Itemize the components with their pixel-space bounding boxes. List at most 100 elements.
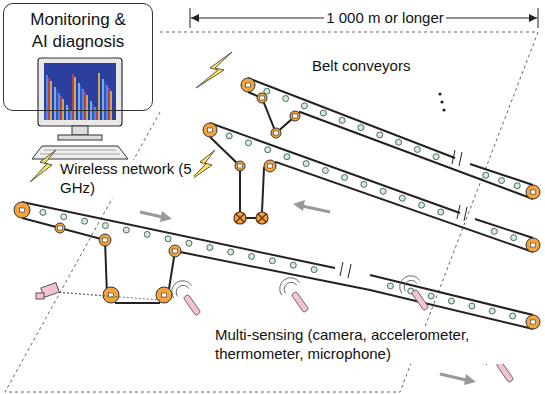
pulley (257, 93, 267, 103)
spectrogram-stripe (104, 82, 106, 120)
dimension-label: 1 000 m or longer (324, 9, 446, 28)
pulley (526, 315, 540, 329)
pulley-bearing (58, 226, 63, 230)
spectrogram-stripe (78, 83, 80, 120)
spectrogram-stripe (96, 110, 98, 120)
pulley (264, 160, 276, 172)
spectrogram-stripe (106, 85, 108, 120)
sensor-icon (275, 273, 315, 317)
spectrogram-stripe (52, 84, 54, 120)
pulley (156, 287, 172, 303)
spectrogram-stripe (80, 86, 82, 120)
idler-roller (380, 188, 386, 194)
spectrogram-stripe (70, 111, 72, 120)
more-dots (438, 92, 445, 111)
belt (22, 78, 533, 329)
pulley (99, 234, 111, 246)
spectrogram-stripe (82, 89, 84, 120)
idler-roller (358, 125, 364, 131)
idler-roller (510, 313, 516, 319)
spectrogram-stripe (60, 96, 62, 120)
spectrogram-stripe (72, 74, 74, 120)
sensor-icon (167, 271, 520, 387)
spectrogram-stripe (88, 98, 90, 120)
sensing-label: Multi-sensing (camera, accelerometer, th… (213, 326, 517, 364)
pulley-bearing (162, 293, 167, 297)
spectrogram-stripe (110, 91, 112, 120)
spectrogram-stripe (92, 104, 94, 120)
takeup-weight (234, 212, 268, 224)
pulley-bearing (268, 164, 273, 168)
idler-roller (377, 132, 383, 138)
spectrogram-stripe (74, 77, 76, 120)
pulley (203, 123, 217, 137)
pulley (55, 223, 65, 233)
spectrogram-stripe (76, 80, 78, 120)
idler-roller (499, 178, 505, 184)
spectrogram-stripe (86, 95, 88, 120)
spectrogram-stripe (48, 78, 50, 120)
pulley (271, 128, 281, 138)
idler-roller (301, 103, 307, 109)
pulley-bearing (293, 114, 298, 118)
idler-roller (320, 110, 326, 116)
spectrogram-stripe (46, 75, 48, 120)
idler-roller (399, 195, 405, 201)
idler-roller (249, 253, 255, 259)
pulley-bearing (103, 238, 108, 242)
monitor-box: Monitoring & AI diagnosis (3, 3, 153, 111)
pulley (169, 245, 181, 257)
pulley-bearing (531, 190, 536, 194)
idler-roller (284, 154, 290, 160)
pulley (526, 238, 540, 252)
spectrogram-stripe (44, 112, 46, 120)
idler-roller (40, 209, 46, 215)
group-label: Belt conveyors (310, 57, 412, 76)
idler-roller (339, 117, 345, 123)
pulley (241, 78, 255, 92)
idler-roller (265, 147, 271, 153)
spectrogram-stripe (100, 76, 102, 120)
idler-roller (228, 249, 234, 255)
spectrogram-stripe (108, 88, 110, 120)
dimension-line (190, 8, 538, 28)
pulley (14, 202, 30, 218)
pulley (235, 161, 245, 171)
spectrogram-stripe (112, 94, 114, 120)
idler-roller (61, 214, 67, 220)
idler-roller (433, 154, 439, 160)
idler-roller (303, 161, 309, 167)
pulley (103, 287, 119, 303)
idler-roller (438, 209, 444, 215)
idler-roller (449, 298, 455, 304)
idler-roller (361, 181, 367, 187)
idler-roller (102, 223, 108, 229)
spectrogram-stripe (64, 102, 66, 120)
idler-roller (489, 308, 495, 314)
idler-roller (387, 283, 393, 289)
pulley (14, 78, 540, 329)
idler-roller (283, 96, 289, 102)
idler-roller (311, 267, 317, 273)
idler-roller (290, 262, 296, 268)
idler-roller (165, 236, 171, 242)
idler-roller (322, 168, 328, 174)
sensor-icon (395, 271, 435, 315)
idler-roller (144, 231, 150, 237)
pulley-bearing (260, 96, 265, 100)
idler-roller (491, 228, 497, 234)
spectrogram-stripe (50, 81, 52, 120)
idler-roller (207, 245, 213, 251)
network-label: Wireless network (5 GHz) (58, 160, 194, 198)
spectrogram-stripe (66, 105, 68, 120)
idler-roller (514, 183, 520, 189)
idler-roller (186, 240, 192, 246)
pulley-bearing (20, 208, 25, 212)
computer-icon (32, 58, 128, 159)
idler-roller (396, 139, 402, 145)
spectrogram-stripe (84, 92, 86, 120)
pulley (526, 185, 540, 199)
pulley-bearing (208, 128, 213, 132)
pulley-bearing (238, 164, 243, 168)
